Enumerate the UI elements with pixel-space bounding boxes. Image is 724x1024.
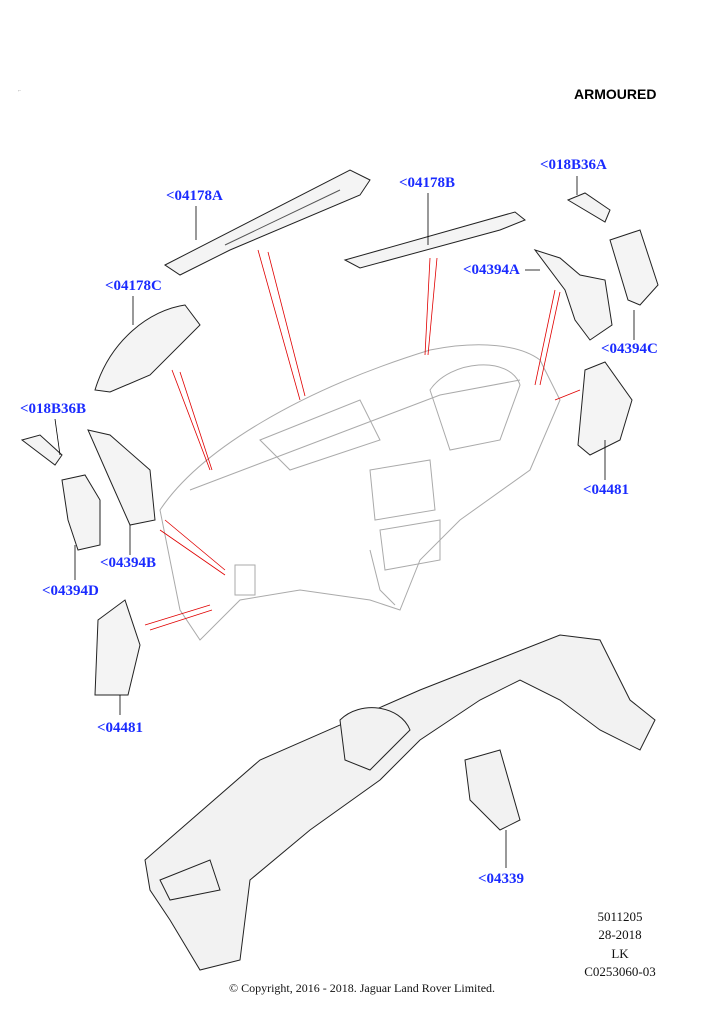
date-code: 28-2018 <box>598 927 642 942</box>
vent-surround-04394B <box>87 429 156 526</box>
callout-018B36B[interactable]: <018B36B <box>20 401 87 417</box>
callout-04481-left[interactable]: <04481 <box>97 720 144 736</box>
copyright-notice: © Copyright, 2016 - 2018. Jaguar Land Ro… <box>228 981 496 995</box>
variant-label: ARMOURED <box>574 86 657 102</box>
callout-04481-right[interactable]: <04481 <box>583 482 630 498</box>
end-panel-04481-left <box>94 599 141 696</box>
vent-surround-04394D <box>61 474 101 551</box>
trim-04178C <box>94 304 201 393</box>
callout-04178C[interactable]: <04178C <box>105 278 162 294</box>
callout-04394D[interactable]: <04394D <box>42 583 99 599</box>
vent-surround-04394C <box>609 229 659 306</box>
trim-018B36B <box>20 434 63 466</box>
upper-trim-04178A <box>164 169 371 276</box>
callout-018B36A[interactable]: <018B36A <box>540 157 607 173</box>
callout-04394A[interactable]: <04394A <box>463 262 520 278</box>
reference-number: 5011205 <box>597 909 643 924</box>
callout-ticks <box>54 176 635 868</box>
trim-018B36A <box>566 192 611 223</box>
callout-04178B[interactable]: <04178B <box>399 175 456 191</box>
dashboard-outline <box>159 344 561 641</box>
vent-surround-04394A <box>533 249 613 341</box>
end-panel-04481-right <box>577 361 633 456</box>
callout-04339[interactable]: <04339 <box>478 871 525 887</box>
upper-trim-04178B <box>343 211 526 269</box>
initials: LK <box>611 946 629 961</box>
callout-04394C[interactable]: <04394C <box>601 341 658 357</box>
callout-04394B[interactable]: <04394B <box>100 555 157 571</box>
drawing-code: C0253060-03 <box>584 964 656 979</box>
cross-car-beam-04339 <box>144 634 656 971</box>
callout-04178A[interactable]: <04178A <box>166 188 223 204</box>
svg-text:⌐: ⌐ <box>18 88 22 94</box>
leader-lines <box>144 249 581 631</box>
